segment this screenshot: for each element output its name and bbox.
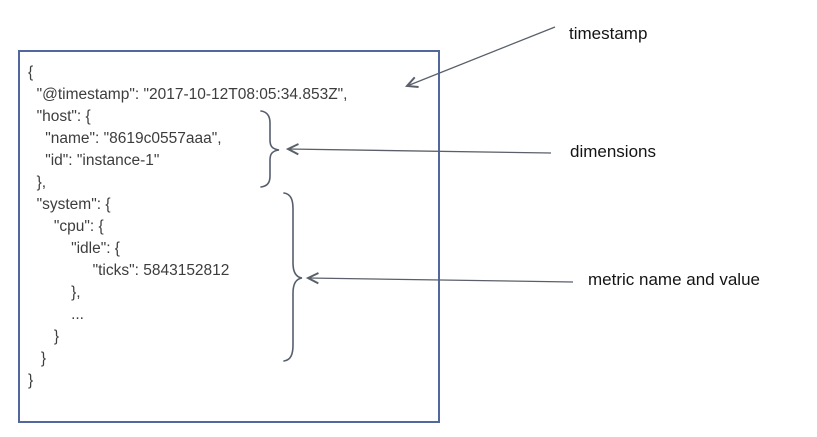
dimensions-label: dimensions bbox=[570, 142, 656, 161]
dimensions-brace bbox=[260, 110, 280, 188]
document-box: { "@timestamp": "2017-10-12T08:05:34.853… bbox=[18, 50, 440, 423]
json-document-code: { "@timestamp": "2017-10-12T08:05:34.853… bbox=[28, 64, 348, 389]
metric-brace bbox=[283, 192, 303, 362]
timestamp-label: timestamp bbox=[569, 24, 648, 43]
metric-name-value-label: metric name and value bbox=[588, 270, 760, 289]
